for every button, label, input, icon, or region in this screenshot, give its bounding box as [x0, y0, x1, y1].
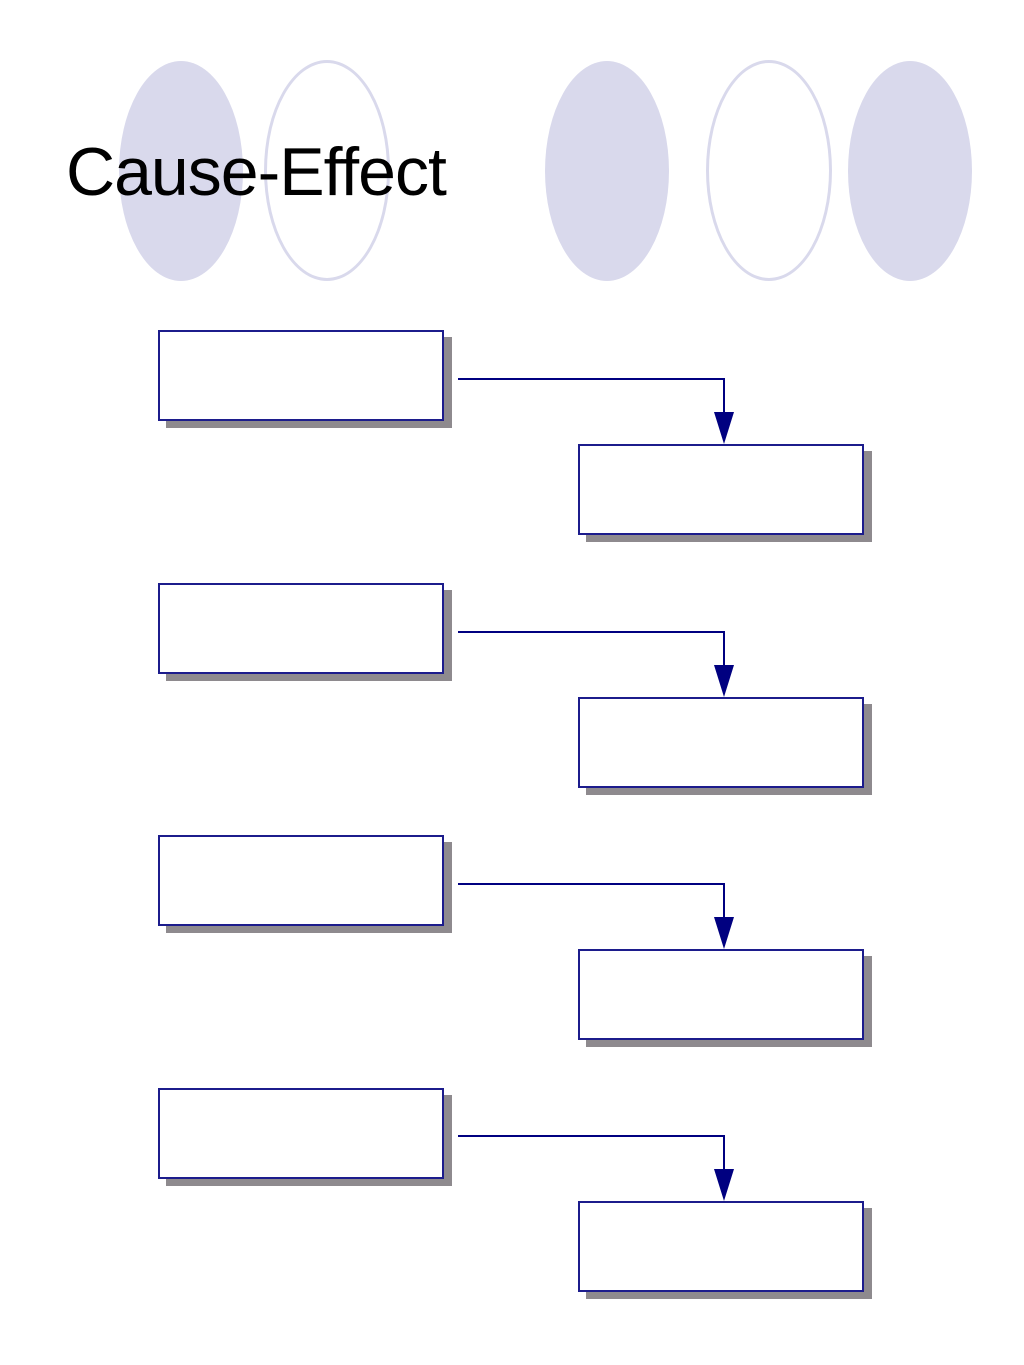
cause-box[interactable]: [158, 583, 444, 674]
effect-box[interactable]: [578, 1201, 864, 1292]
effect-box[interactable]: [578, 949, 864, 1040]
connector-arrow-3: [458, 883, 734, 949]
connector-arrow-1: [458, 378, 734, 444]
connector-arrow-4: [458, 1135, 734, 1201]
connector-arrow-2: [458, 631, 734, 697]
decorative-ellipse-filled: [119, 61, 243, 281]
decorative-ellipse-filled: [848, 61, 972, 281]
decorative-ellipse-outline: [264, 60, 390, 281]
cause-box[interactable]: [158, 330, 444, 421]
decorative-ellipse-outline: [706, 60, 832, 281]
effect-box[interactable]: [578, 697, 864, 788]
cause-box[interactable]: [158, 1088, 444, 1179]
slide-title: Cause-Effect: [66, 134, 447, 210]
effect-box[interactable]: [578, 444, 864, 535]
decorative-ellipse-filled: [545, 61, 669, 281]
cause-box[interactable]: [158, 835, 444, 926]
